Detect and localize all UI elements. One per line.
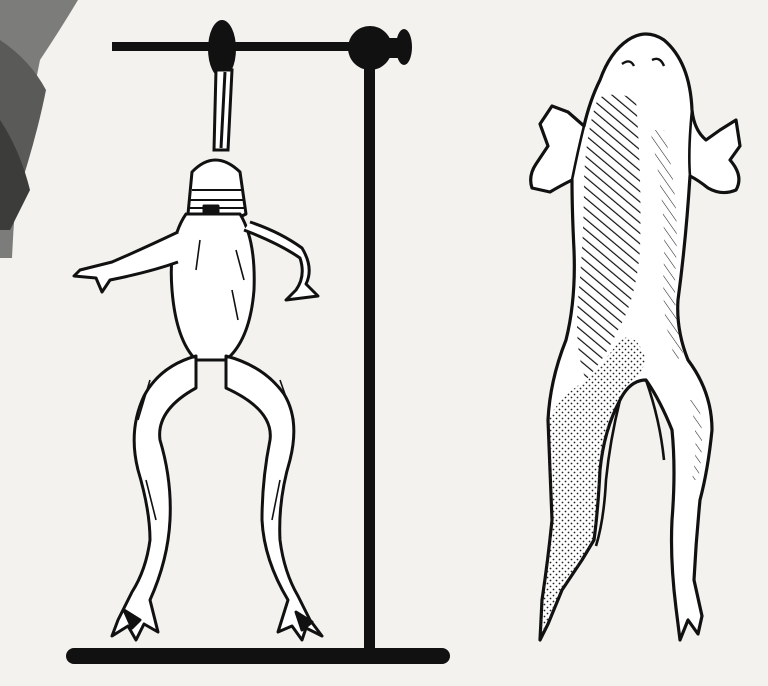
stand-pole [364,52,375,652]
stand-base [66,648,450,664]
